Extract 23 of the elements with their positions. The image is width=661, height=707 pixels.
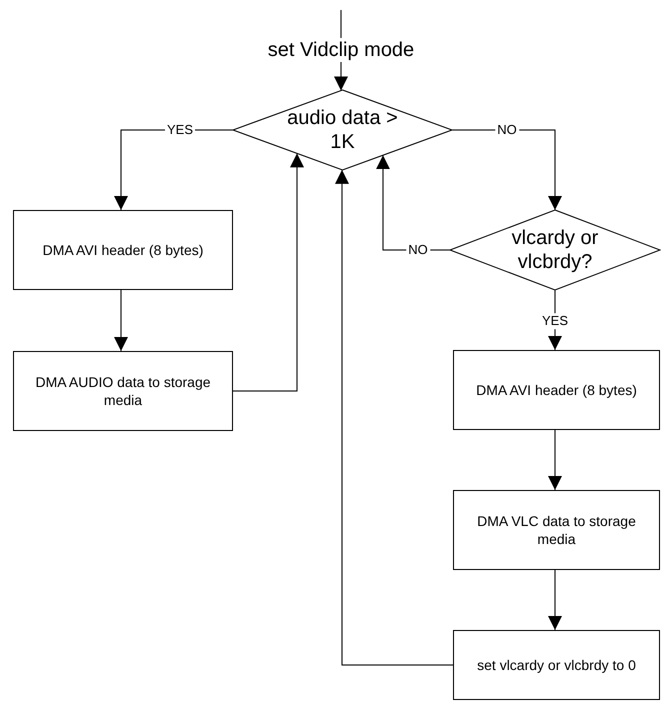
edge-label: YES — [540, 313, 570, 329]
node-text: DMA VLC data to storage media — [476, 512, 637, 548]
process-box — [453, 490, 660, 570]
node-text: DMA AUDIO data to storage media — [34, 372, 212, 410]
arrow — [232, 152, 304, 392]
process-box — [13, 351, 233, 431]
process-box — [453, 350, 660, 430]
arrow — [548, 430, 562, 490]
process-box — [13, 210, 233, 290]
arrow — [114, 290, 128, 352]
decision-diamond — [450, 210, 660, 290]
node-text: set vlcardy or vlcbrdy to 0 — [476, 656, 637, 674]
edge-label: set Vidclip mode — [266, 38, 416, 62]
arrow — [376, 154, 450, 250]
node-text: DMA AVI header (8 bytes) — [42, 240, 204, 260]
node-text: vlcardy or vlcbrdy? — [510, 226, 600, 274]
arrow — [452, 130, 562, 210]
arrow — [548, 570, 562, 630]
node-text: audio data > 1K — [286, 106, 399, 154]
process-box — [453, 630, 660, 700]
decision-diamond — [233, 90, 452, 170]
node-text: DMA AVI header (8 bytes) — [475, 380, 638, 400]
arrow — [335, 169, 454, 666]
